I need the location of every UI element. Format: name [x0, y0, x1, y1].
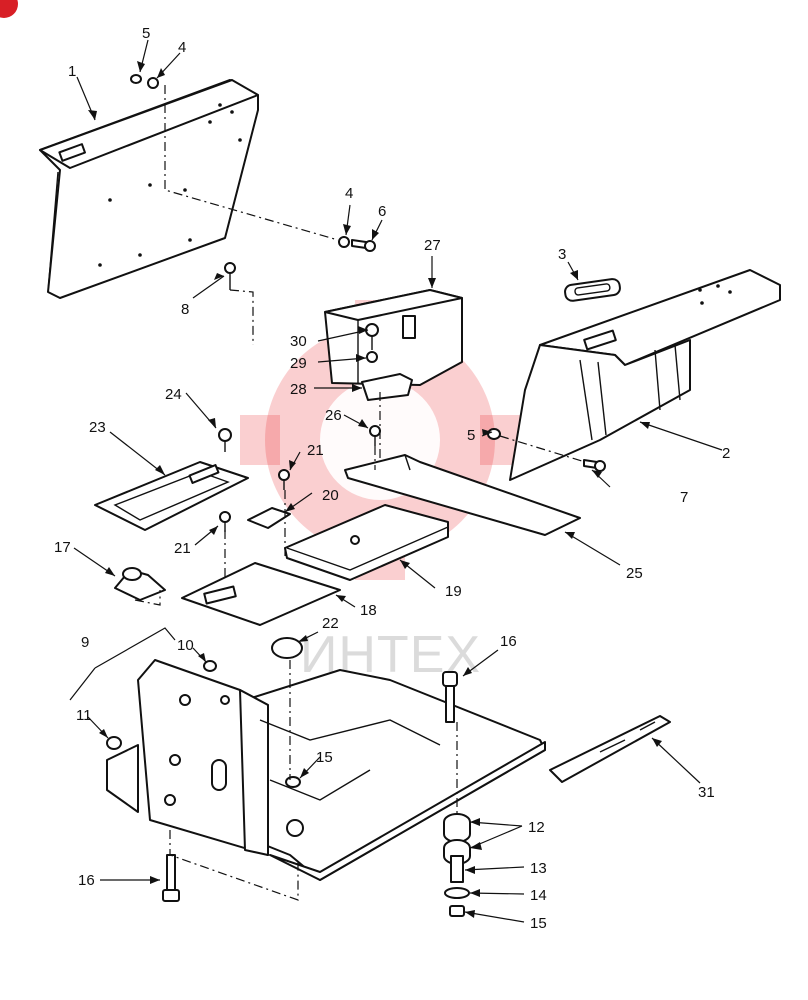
washer-4-top [147, 77, 159, 89]
grommet [564, 278, 621, 302]
floor-plate [284, 504, 449, 581]
tool-box [324, 289, 463, 386]
decal-strip [549, 715, 671, 783]
screw-21-lower [219, 511, 231, 532]
bushing-11 [106, 736, 122, 750]
label-15b: 15 [530, 915, 547, 932]
label-28: 28 [290, 381, 307, 398]
bolt-16-lower [162, 854, 180, 902]
label-21a: 21 [307, 442, 324, 459]
label-9: 9 [81, 634, 89, 651]
screw-26 [369, 425, 381, 446]
bolt-16-upper [442, 671, 458, 723]
label-16a: 16 [500, 633, 517, 650]
label-29: 29 [290, 355, 307, 372]
label-5b: 5 [467, 427, 475, 444]
label-4b: 4 [345, 185, 353, 202]
bolt-6 [351, 239, 376, 252]
label-8: 8 [181, 301, 189, 318]
access-cover [94, 461, 249, 531]
bushing-10 [203, 660, 217, 672]
bolt-7 [583, 459, 606, 472]
label-16b: 16 [78, 872, 95, 889]
label-15a: 15 [316, 749, 333, 766]
label-22: 22 [322, 615, 339, 632]
label-23: 23 [89, 419, 106, 436]
washer-4-side [338, 236, 350, 248]
label-14: 14 [530, 887, 547, 904]
gasket [247, 507, 291, 529]
arrowheads [88, 61, 662, 918]
assembly-lines [134, 85, 586, 901]
nut-5-side [487, 428, 501, 440]
label-13: 13 [530, 860, 547, 877]
label-11: 11 [76, 707, 92, 724]
label-21b: 21 [174, 540, 191, 557]
label-1: 1 [68, 63, 76, 80]
shift-boot [114, 567, 166, 601]
corner-badge-icon [0, 0, 18, 18]
screw-24 [218, 428, 232, 452]
label-17: 17 [54, 539, 71, 556]
nut-15-frame [285, 776, 301, 788]
label-2: 2 [722, 445, 730, 462]
label-5a: 5 [142, 25, 150, 42]
screw-21-upper [278, 469, 290, 490]
label-6: 6 [378, 203, 386, 220]
main-frame [106, 659, 546, 881]
bolt-8 [224, 262, 236, 290]
label-25: 25 [626, 565, 643, 582]
label-18: 18 [360, 602, 377, 619]
label-4a: 4 [178, 39, 186, 56]
mount-stack [443, 813, 471, 917]
side-panel-left [39, 79, 259, 299]
label-30: 30 [290, 333, 307, 350]
side-panel-right [509, 269, 781, 481]
label-31: 31 [698, 784, 715, 801]
label-24: 24 [165, 386, 182, 403]
tool-box-bracket [361, 373, 413, 401]
nut-5-top [130, 74, 142, 84]
label-27: 27 [424, 237, 441, 254]
label-7: 7 [680, 489, 688, 506]
label-20: 20 [322, 487, 339, 504]
label-12: 12 [528, 819, 545, 836]
label-10: 10 [177, 637, 194, 654]
label-26: 26 [325, 407, 342, 424]
plug [271, 637, 303, 659]
top-plate [181, 562, 341, 626]
label-19: 19 [445, 583, 462, 600]
label-3: 3 [558, 246, 566, 263]
box-screw [365, 323, 379, 363]
callout-labels: 1 2 3 4 4 5 5 6 7 8 9 10 11 12 13 14 15 … [54, 25, 730, 932]
